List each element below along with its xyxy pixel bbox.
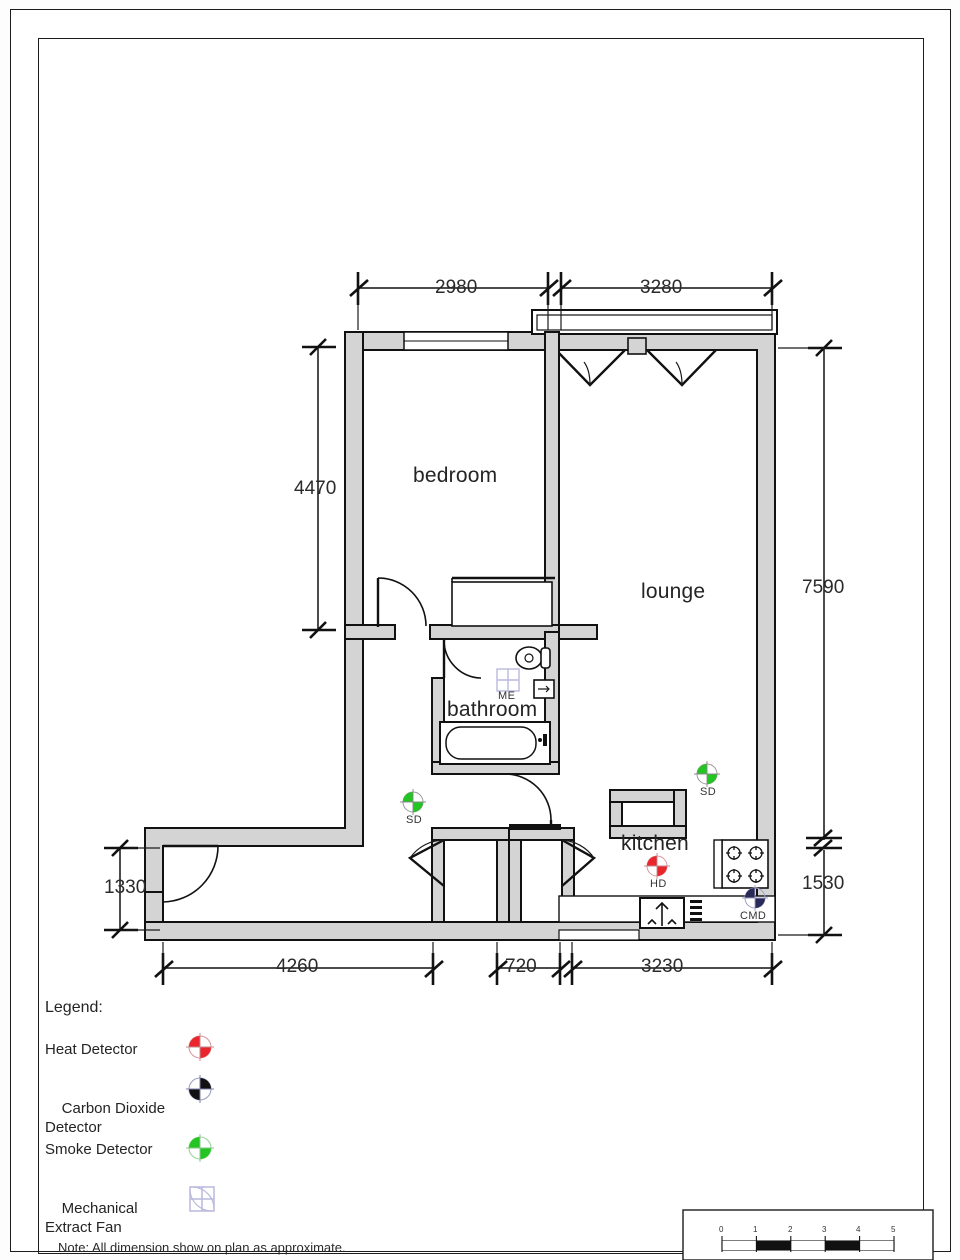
legend-label-line: Mechanical Extract Fan [45, 1200, 138, 1236]
legend-title: Legend: [45, 999, 103, 1016]
room-label-bathroom: bathroom [447, 698, 538, 721]
legend-label-mechanical-extract-fan: Mechanical Extract Fan [45, 1180, 138, 1256]
scale-tick-1: 1 [753, 1225, 758, 1234]
dimension-label-1330: 1330 [104, 877, 147, 898]
smoke-detector-icon [186, 1134, 214, 1162]
scale-tick-2: 2 [788, 1225, 793, 1234]
dimension-label-4470: 4470 [294, 478, 337, 499]
dimension-label-7590: 7590 [802, 577, 845, 598]
device-tag-sd-lounge: SD [700, 786, 717, 798]
mechanical-extract-fan-icon [189, 1186, 215, 1212]
legend-label-smoke-detector: Smoke Detector [45, 1141, 153, 1158]
note-text: Note: All dimension show on plan as appr… [58, 1240, 346, 1255]
legend-label-carbon-dioxide-detector: Carbon Dioxide Detector [45, 1080, 165, 1156]
scale-tick-0: 0 [719, 1225, 724, 1234]
dimension-label-top-2: 3280 [640, 277, 683, 298]
dimension-label-bottom-2: 720 [505, 956, 537, 977]
legend-label-heat-detector: Heat Detector [45, 1041, 138, 1058]
scale-tick-3: 3 [822, 1225, 827, 1234]
device-tag-hd-kitchen: HD [650, 878, 667, 890]
dimension-label-bottom-1: 4260 [276, 956, 319, 977]
device-tag-cmd-kitchen: CMD [740, 910, 767, 922]
device-tag-sd-hall: SD [406, 814, 423, 826]
legend-label-line: Carbon Dioxide Detector [45, 1100, 166, 1136]
scale-tick-5: 5 [891, 1225, 896, 1234]
carbon-dioxide-detector-icon [186, 1075, 214, 1103]
scale-tick-4: 4 [856, 1225, 861, 1234]
sheet-inner-border [38, 38, 924, 1254]
heat-detector-icon [186, 1033, 214, 1061]
room-label-kitchen: kitchen [621, 832, 689, 855]
room-label-lounge: lounge [641, 580, 706, 603]
device-tag-me-bathroom: ME [498, 690, 516, 702]
dimension-label-top-1: 2980 [435, 277, 478, 298]
room-label-bedroom: bedroom [413, 464, 498, 487]
dimension-label-1530: 1530 [802, 873, 845, 894]
dimension-label-bottom-3: 3230 [641, 956, 684, 977]
